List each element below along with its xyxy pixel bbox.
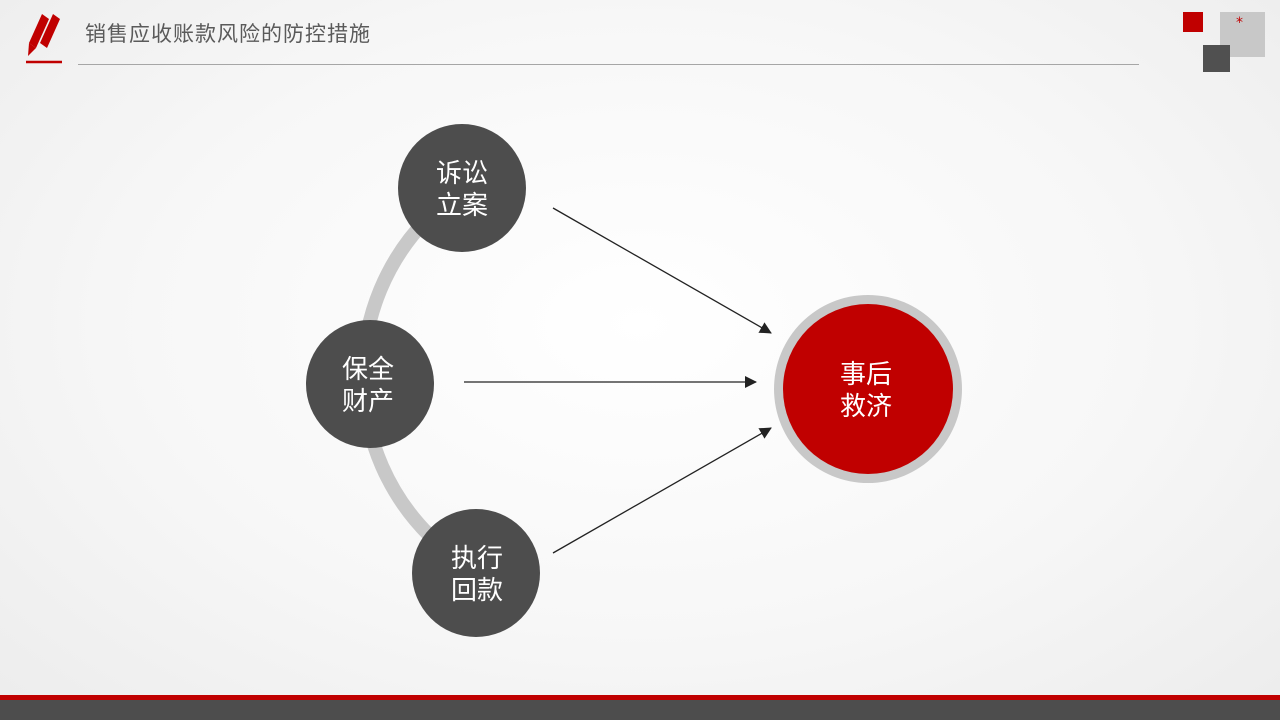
node-enforcement-line1: 执行 — [451, 544, 503, 574]
node-litigation-line2: 立案 — [436, 191, 488, 221]
square-red — [1183, 12, 1203, 32]
footer-red-bar — [0, 695, 1280, 700]
node-asset-preservation-line1: 保全 — [342, 355, 394, 385]
header-divider — [78, 64, 1139, 65]
node-litigation: 诉讼 立案 — [398, 124, 526, 252]
page-title: 销售应收账款风险的防控措施 — [85, 22, 371, 46]
node-litigation-line1: 诉讼 — [436, 159, 488, 189]
square-dark-gray — [1203, 45, 1230, 72]
slide-header: 销售应收账款风险的防控措施 * — [0, 0, 1280, 80]
corner-mark: * — [1236, 15, 1243, 31]
pencil-icon — [26, 14, 62, 64]
node-post-relief-line2: 救济 — [840, 392, 892, 422]
node-post-relief: 事后 救济 — [774, 295, 962, 483]
footer-dark-bar — [0, 700, 1280, 720]
node-asset-preservation: 保全 财产 — [306, 320, 434, 448]
arrow-bottom — [552, 427, 772, 554]
arrow-top — [552, 207, 772, 334]
decorative-squares: * — [1180, 10, 1270, 75]
node-asset-preservation-line2: 财产 — [342, 387, 394, 417]
node-post-relief-line1: 事后 — [840, 360, 892, 390]
node-enforcement: 执行 回款 — [412, 509, 540, 637]
node-enforcement-line2: 回款 — [451, 576, 503, 606]
